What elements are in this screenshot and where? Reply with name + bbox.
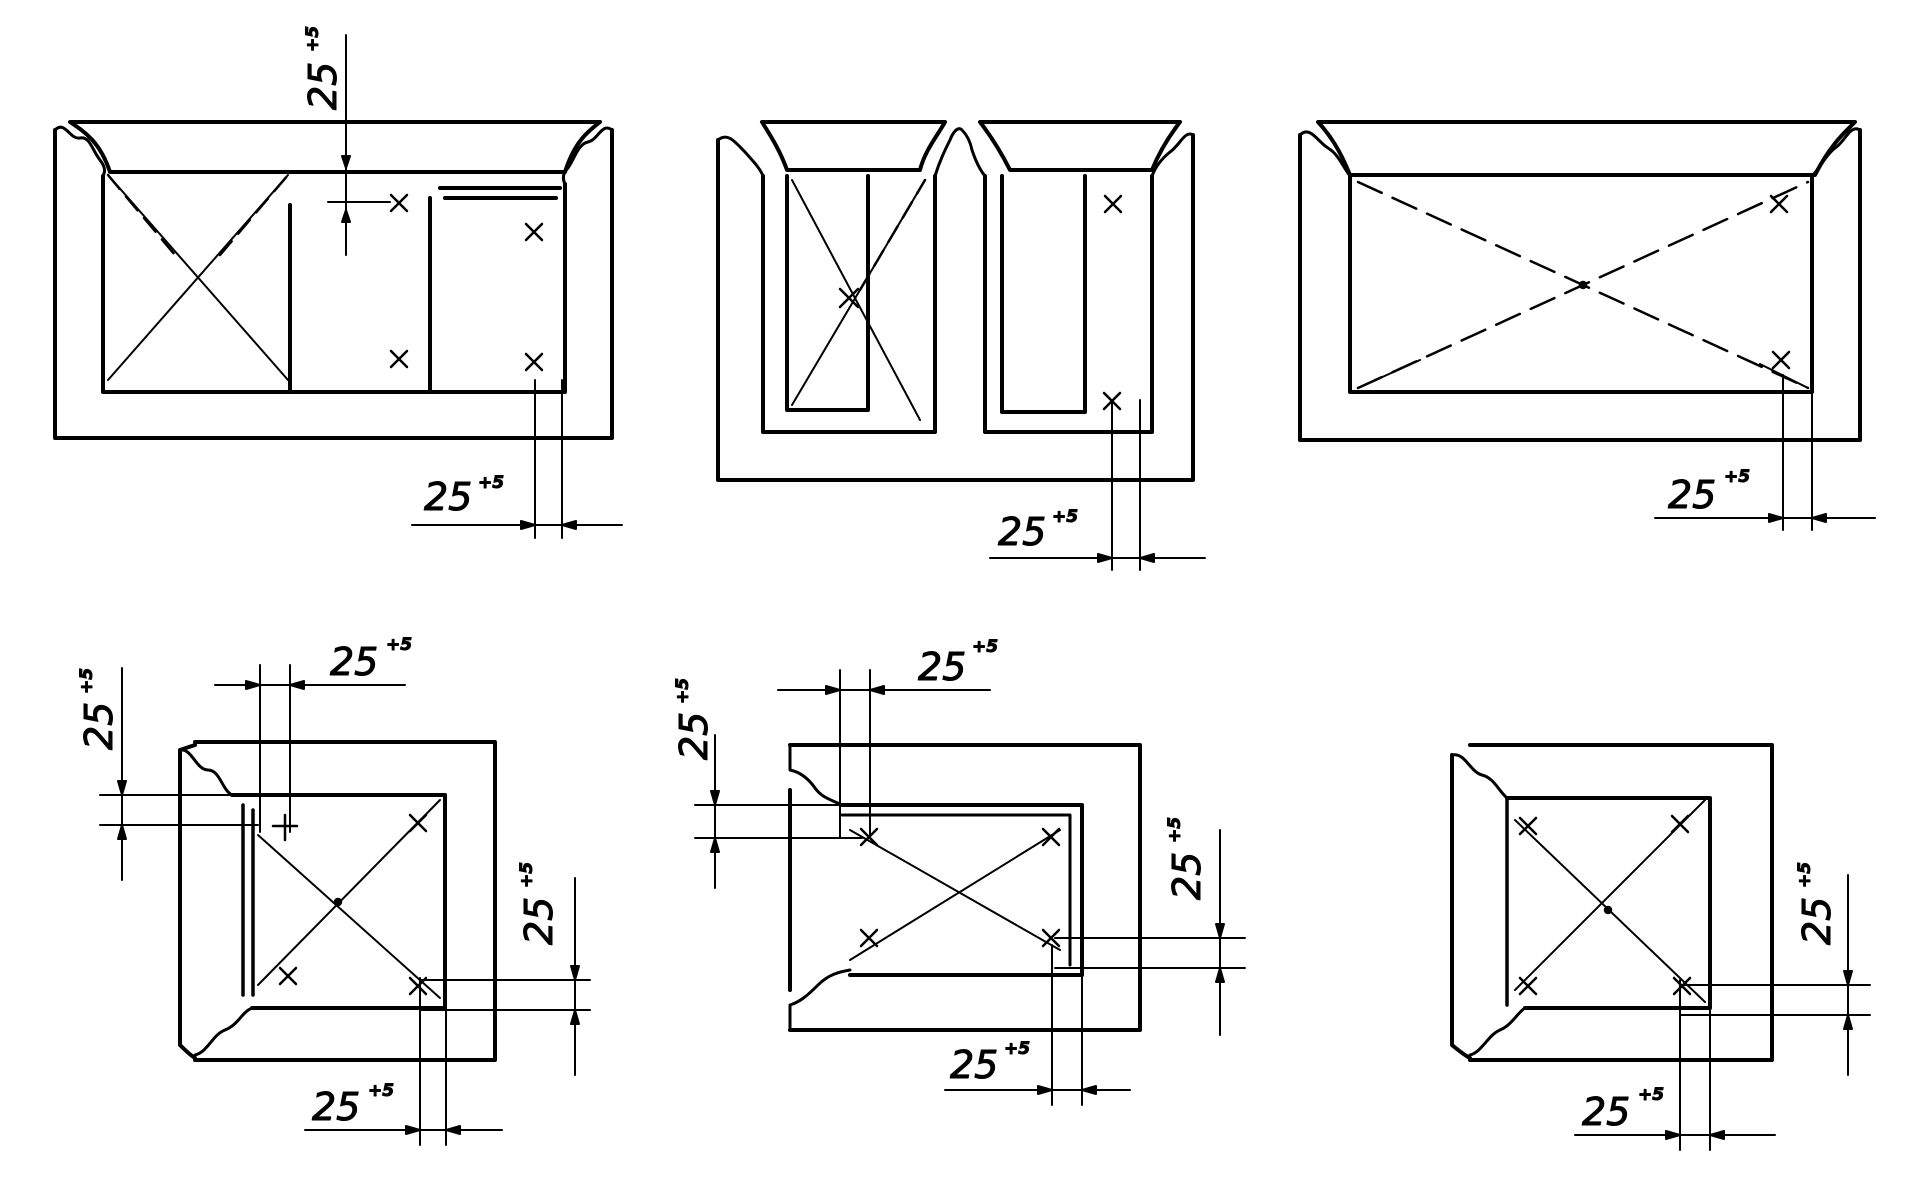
panel-6-wavy-bottom [1468,1006,1527,1057]
panel-2-wavy-center [933,127,987,178]
panel-1-flange [68,120,602,174]
panel-1-marks [389,193,544,372]
panel-2-flange-right [978,120,1182,172]
panel-5-wavy-bottom [788,968,852,1032]
panel-5-dim-tolerance-right: +5 [1165,817,1185,843]
panel-4-dim-value-bottom: 25 [312,1085,360,1129]
panel-6-dim-tolerance-right: +5 [1795,862,1815,888]
panel-5-diagonal-2 [849,829,1061,961]
panel-1-dim-value-bottom: 25 [424,475,472,519]
panel-4-wavy-bottom [193,1006,254,1057]
panel-6-dim-value-bottom: 25 [1582,1090,1630,1134]
panel-4-dim-value-left: 25 [77,702,121,750]
panel-6-dim-tolerance-bottom: +5 [1638,1085,1664,1105]
panel-2-right-inner [1000,174,1087,414]
panel-4-dim-tolerance-top: +5 [386,635,412,655]
panel-1-dim-horizontal [411,379,623,539]
panel-5-dim-value-bottom: 25 [950,1043,998,1087]
panel-4-inner [230,793,447,1010]
panel-6-flange [1450,753,1472,1060]
panel-5-outer-frame [788,743,1142,1032]
panel-4-diagonal-1 [257,834,441,999]
panel-4-dim-tolerance-left: +5 [77,668,97,694]
panel-6-dim-value-right: 25 [1795,897,1839,945]
panel-3-diagonal-solid-1 [1357,359,1421,389]
panel-5-dim-tolerance-left: +5 [673,678,693,704]
panel-5-inner-line [840,813,1072,967]
panel-2-diagonal-2 [791,179,921,421]
panel-2-dim-horizontal [989,399,1206,571]
panel-2-flange-left [760,120,947,172]
panel-5-diagonal-1 [849,829,1061,951]
panel-1-inner-frame [101,174,567,394]
panel-5-dim-tolerance-bottom: +5 [1004,1039,1030,1059]
panel-1-diagonal-dash-1 [106,173,177,257]
panel-4-marks [271,813,428,996]
panel-4-wavy-top [178,748,234,797]
panel-4-outer-frame [193,740,497,1062]
panel-2-right-compartment [983,174,1154,434]
panel-6-outer-frame [1468,743,1774,1062]
panel-1-wavy-edge-left [53,125,107,178]
panel-5-marks [859,827,1061,948]
panel-2-diagonal-dash [858,178,927,292]
panel-1-dim-value-top: 25 [301,62,345,110]
panel-1-dim-vertical [327,34,391,256]
panel-2-left-inner [785,174,870,412]
panel-3-drawing [1298,120,1876,531]
panel-2-left-compartment [761,174,937,434]
panel-1-diagonal-dash-2 [218,173,290,257]
panel-3-inner-frame [1348,174,1814,394]
panel-5-inner [840,803,1084,977]
panel-3-dim-horizontal [1654,374,1876,531]
panel-4-dim-tolerance-right: +5 [517,862,537,888]
panel-3-outer-frame [1298,128,1862,442]
panel-3-dim-tolerance: +5 [1724,467,1750,487]
panel-3-dim-value: 25 [1668,473,1716,517]
panel-5-dim-value-top: 25 [918,645,966,689]
panel-2-dim-tolerance: +5 [1052,507,1078,527]
panel-4-flange [178,743,197,1060]
panel-6-dims [1574,874,1871,1151]
panel-2-outer-frame [716,133,1195,482]
panel-3-wavy-edge-left [1298,130,1352,178]
panel-4-dim-value-right: 25 [517,897,561,945]
panel-4-dim-value-top: 25 [330,640,378,684]
panel-3-flange [1316,120,1857,177]
panel-2-dim-value: 25 [998,510,1046,554]
panel-5-dim-value-left: 25 [672,712,716,760]
panel-5-dim-value-right: 25 [1165,852,1209,900]
panel-5-dims [694,669,1246,1106]
panel-6-drawing [1450,743,1871,1151]
panel-2-wavy-right-outer [1150,132,1195,178]
panel-2-drawing [716,120,1206,571]
panel-6-wavy-top [1450,753,1509,800]
panel-1-drawing [53,34,623,539]
panel-3-marks [1578,194,1791,370]
panel-4-dim-tolerance-bottom: +5 [368,1081,394,1101]
panel-5-drawing [694,669,1246,1106]
panel-4-dims [99,664,591,1146]
panel-6-marks [1518,814,1692,996]
panel-1-outer-frame [53,128,614,440]
panel-4-drawing [99,664,591,1146]
panel-2-wavy-left-outer [716,135,765,178]
panel-5-wavy-top [788,743,844,807]
panel-5-dim-tolerance-top: +5 [972,637,998,657]
panel-1-wavy-edge-right [561,126,614,186]
panel-6-inner [1505,796,1712,1010]
panel-2-marks [838,194,1123,411]
panel-1-dim-tolerance-bottom: +5 [478,473,504,493]
panel-1-dim-tolerance-top: +5 [303,26,323,52]
